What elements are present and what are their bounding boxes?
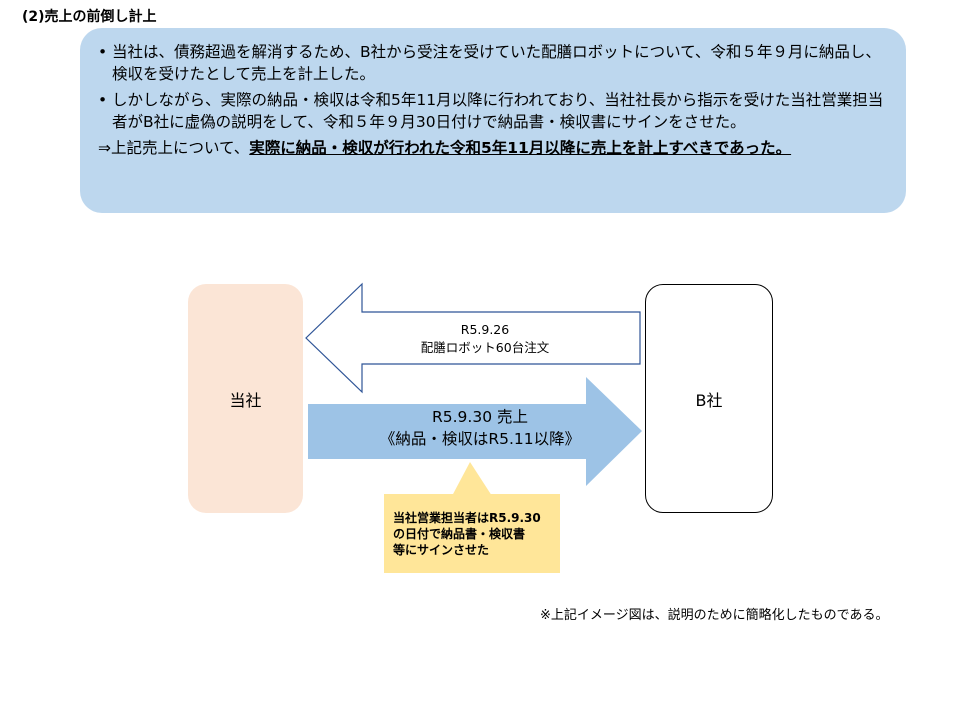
- conclusion: ⇒上記売上について、実際に納品・検収が行われた令和5年11月以降に売上を計上すべ…: [98, 137, 886, 159]
- sales-arrow: [308, 377, 642, 486]
- footnote: ※上記イメージ図は、説明のために簡略化したものである。: [540, 608, 889, 623]
- order-date: R5.9.26: [460, 322, 510, 337]
- party-b-label: B社: [695, 390, 723, 410]
- party-self-label: 当社: [229, 390, 262, 410]
- bullet-text: しかしながら、実際の納品・検収は令和5年11月以降に行われており、当社社長から指…: [112, 91, 884, 131]
- bullet-text: 当社は、債務超過を解消するため、B社から受注を受けていた配膳ロボットについて、令…: [112, 43, 881, 83]
- callout-tail: [452, 462, 492, 496]
- sales-date: R5.9.30 売上: [432, 408, 528, 426]
- conclusion-emphasis: 実際に納品・検収が行われた令和5年11月以降に売上を計上すべきであった。: [249, 139, 792, 157]
- bullet-marker: •: [98, 43, 108, 61]
- sales-arrow-label: R5.9.30 売上 《納品・検収はR5.11以降》: [345, 406, 615, 450]
- summary-bullet: • 当社は、債務超過を解消するため、B社から受注を受けていた配膳ロボットについて…: [98, 41, 886, 85]
- conclusion-prefix: ⇒上記売上について、: [98, 139, 250, 157]
- callout-line: 等にサインさせた: [393, 543, 490, 557]
- sales-note: 《納品・検収はR5.11以降》: [379, 430, 581, 448]
- callout-line: の日付で納品書・検収書: [393, 527, 526, 541]
- summary-bullet: • しかしながら、実際の納品・検収は令和5年11月以降に行われており、当社社長か…: [98, 89, 886, 133]
- order-arrow: [305, 282, 641, 394]
- party-b-box: B社: [645, 284, 773, 513]
- party-self-box: 当社: [188, 284, 303, 513]
- order-arrow-label: R5.9.26 配膳ロボット60台注文: [400, 321, 570, 357]
- summary-box: • 当社は、債務超過を解消するため、B社から受注を受けていた配膳ロボットについて…: [80, 28, 906, 213]
- callout-line: 当社営業担当者はR5.9.30: [393, 511, 541, 525]
- order-description: 配膳ロボット60台注文: [420, 340, 550, 355]
- bullet-marker: •: [98, 91, 108, 109]
- page-title: (2)売上の前倒し計上: [22, 9, 157, 25]
- callout-box: 当社営業担当者はR5.9.30 の日付で納品書・検収書 等にサインさせた: [384, 494, 560, 573]
